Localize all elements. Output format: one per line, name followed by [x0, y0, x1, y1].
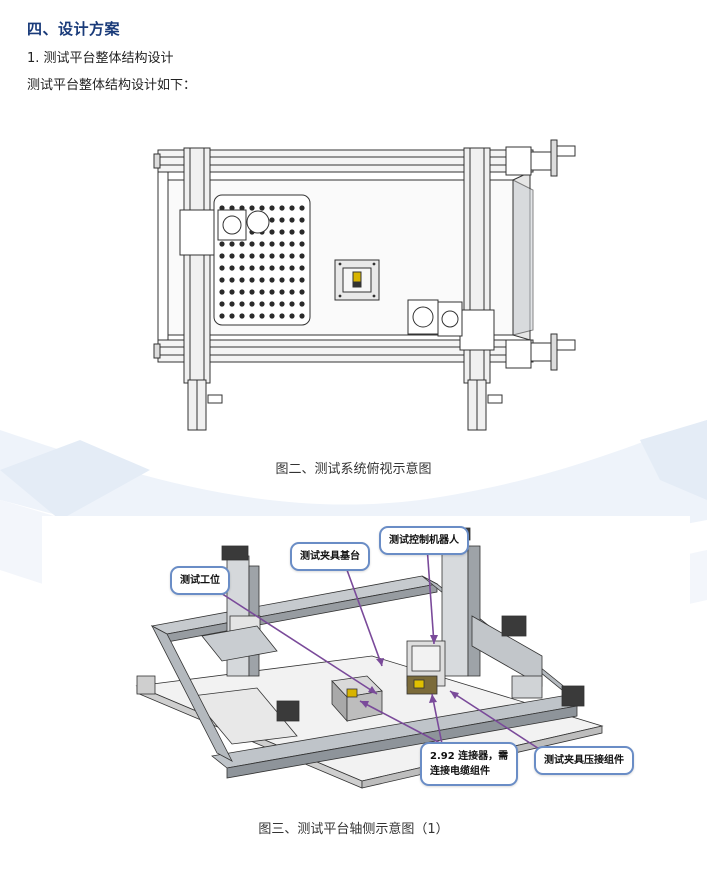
callout-connector-line1: 2.92 连接器，需 [430, 751, 509, 762]
callout-test-station: 测试工位 [170, 566, 230, 595]
callout-connector: 2.92 连接器，需 连接电缆组件 [420, 742, 519, 786]
top-view-diagram [153, 139, 576, 431]
figure3-caption: 图三、测试平台轴侧示意图（1） [258, 822, 449, 837]
figure2-caption: 图二、测试系统俯视示意图 [275, 462, 432, 477]
isometric-view-diagram [135, 527, 604, 789]
section-heading: 四、设计方案 [27, 20, 121, 38]
isometric-figure-panel: 测试工位 测试夹具基台 测试控制机器人 2.92 连接器，需 连接电缆组件 测试… [42, 516, 690, 804]
callout-control-robot: 测试控制机器人 [379, 526, 469, 555]
callout-press-assembly: 测试夹具压接组件 [534, 746, 634, 775]
callout-fixture-base: 测试夹具基台 [290, 542, 370, 571]
callout-connector-line2: 连接电缆组件 [430, 766, 490, 777]
intro-paragraph: 测试平台整体结构设计如下： [27, 78, 197, 93]
subsection-heading: 1. 测试平台整体结构设计 [27, 51, 174, 66]
